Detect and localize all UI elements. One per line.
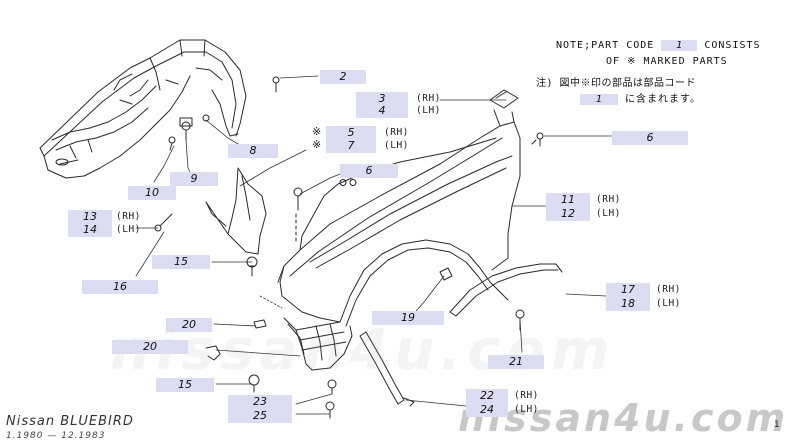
side-lh-14: (LH) [116,224,141,235]
side-lh-12: (LH) [596,208,621,219]
part-label-25[interactable]: 25 [228,409,292,423]
part-label-7[interactable]: 7 [326,139,376,153]
note-part-code[interactable]: 1 [661,40,698,51]
note-text-c: に含まれます。 [625,94,702,105]
side-lh-24: (LH) [514,404,539,415]
part-label-10[interactable]: 10 [128,186,176,200]
side-rh-11: (RH) [596,194,621,205]
part-label-23[interactable]: 23 [228,395,292,409]
side-rh-22: (RH) [514,390,539,401]
part-label-21[interactable]: 21 [488,355,544,369]
part-label-12[interactable]: 12 [546,207,590,221]
note-line-2: OF ※ MARKED PARTS [606,56,728,67]
part-label-4[interactable]: 4 [356,104,408,118]
part-label-13[interactable]: 13 [68,210,112,224]
fender-drawing [277,109,521,371]
part-label-14[interactable]: 14 [68,223,112,237]
part-label-8[interactable]: 8 [228,144,278,158]
model-name: Nissan BLUEBIRD [6,414,134,429]
watermark-corner: nissan4u.com [458,396,789,440]
lower-strip-drawing [359,331,405,405]
mud-guard-drawing [205,167,267,255]
star-marker-5: ※ [312,125,322,138]
part-label-9[interactable]: 9 [170,172,218,186]
part-label-15-top[interactable]: 15 [152,255,210,269]
side-rh-13: (RH) [116,211,141,222]
part-label-11[interactable]: 11 [546,193,590,207]
note-line-3: 注) 図中※印の部品は部品コード [536,78,697,89]
part-label-6-mid[interactable]: 6 [340,164,398,178]
note-text-b: CONSISTS [704,40,761,51]
corner-mark: 1 [774,420,780,430]
arch-moulding-drawing [449,263,563,317]
side-lh-18: (LH) [656,298,681,309]
part-label-5[interactable]: 5 [326,126,376,140]
star-marker-7: ※ [312,138,322,151]
side-rh-5: (RH) [384,127,409,138]
note-line-4: 1 に含まれます。 [580,90,701,105]
part-label-16[interactable]: 16 [82,280,158,294]
production-range: 1.1980 — 12.1983 [6,431,106,441]
wheel-housing-drawing [39,39,247,179]
part-label-20-bottom[interactable]: 20 [112,340,188,354]
part-label-2[interactable]: 2 [320,70,366,84]
part-label-18[interactable]: 18 [606,297,650,311]
side-rh-3: (RH) [416,93,441,104]
part-label-19[interactable]: 19 [372,311,444,325]
side-rh-17: (RH) [656,284,681,295]
part-label-22[interactable]: 22 [466,389,508,403]
part-label-24[interactable]: 24 [466,403,508,417]
part-label-17[interactable]: 17 [606,283,650,297]
note-text-a: NOTE;PART CODE [556,40,655,51]
side-lh-4: (LH) [416,105,441,116]
note-line-1: NOTE;PART CODE 1 CONSISTS [556,40,761,51]
part-label-15-bottom[interactable]: 15 [156,378,214,392]
note-part-code-2[interactable]: 1 [580,94,618,105]
part-label-20-top[interactable]: 20 [166,318,212,332]
part-label-3[interactable]: 3 [356,92,408,106]
side-lh-7: (LH) [384,140,409,151]
part-label-6-top[interactable]: 6 [612,131,688,145]
